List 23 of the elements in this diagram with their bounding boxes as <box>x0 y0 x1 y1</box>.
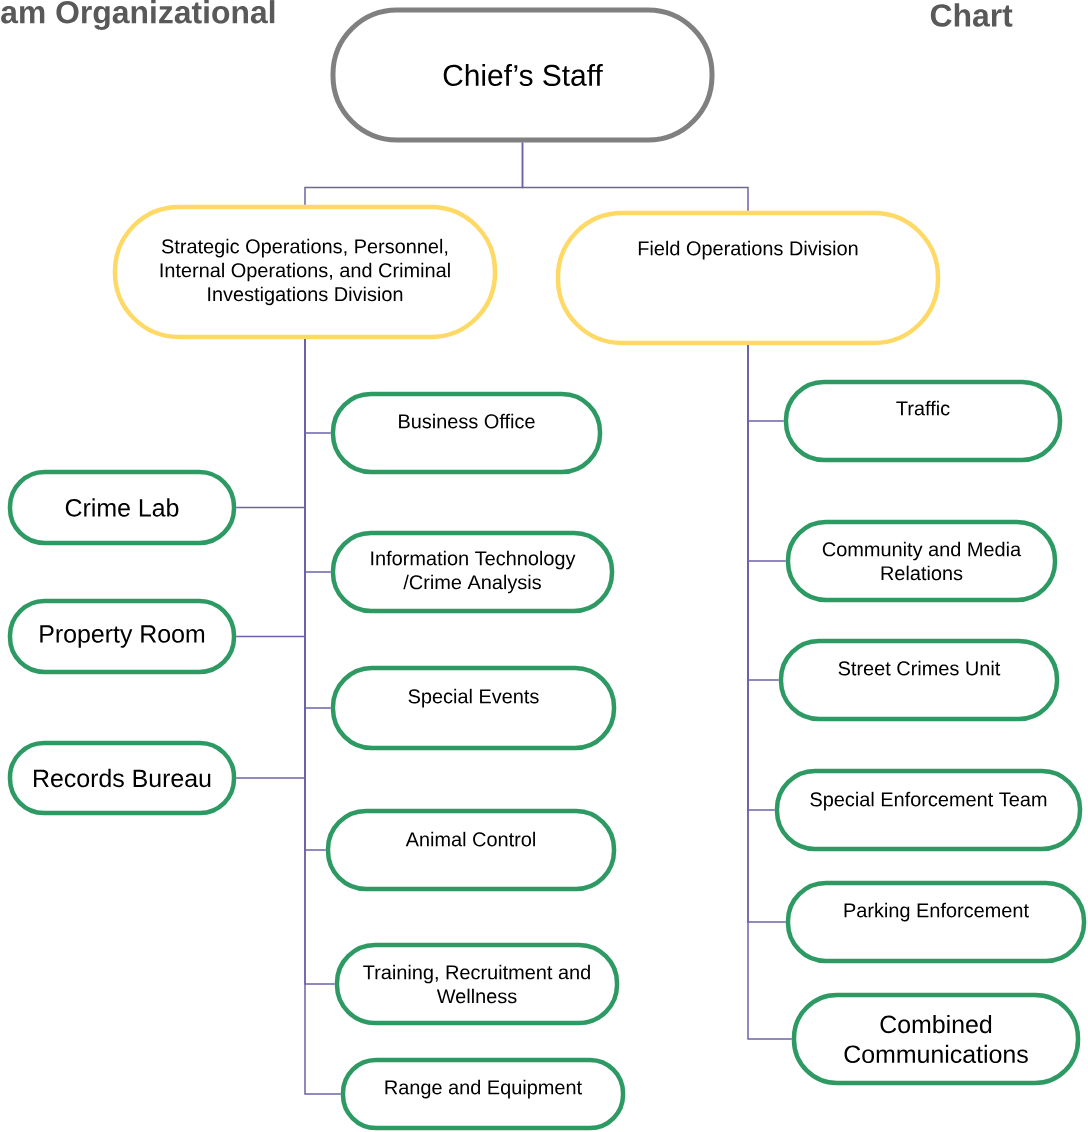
connector-line <box>521 141 749 212</box>
rounded-box: Animal Control <box>325 808 617 892</box>
title-text: Chart <box>930 3 1013 27</box>
rounded-box: Combined Communications <box>791 992 1081 1086</box>
rounded-box: Range and Equipment <box>340 1057 626 1131</box>
rounded-box: Property Room <box>7 598 237 675</box>
rounded-box: Community and Media Relations <box>785 519 1058 603</box>
rounded-box: Information Technology /Crime Analysis <box>330 530 615 614</box>
rounded-box: Business Office <box>330 391 603 475</box>
rounded-box: Training, Recruitment and Wellness <box>334 942 620 1026</box>
title-text: am Organizational <box>1 0 275 30</box>
rounded-box: Chief’s Staff <box>330 7 715 143</box>
rounded-box: Parking Enforcement <box>785 880 1087 964</box>
connector-line <box>747 344 793 1040</box>
rounded-box: Special Enforcement Team <box>774 768 1083 852</box>
rounded-box: Crime Lab <box>7 469 237 546</box>
rounded-box: Traffic <box>783 379 1063 463</box>
connector-line <box>304 338 342 1095</box>
rounded-box: Strategic Operations, Personnel, Internal Operations, and Criminal Investigations Division <box>112 204 498 340</box>
rounded-box: Special Events <box>330 665 617 751</box>
rounded-box: Street Crimes Unit <box>778 638 1060 722</box>
rounded-box: Field Operations Division <box>555 210 941 346</box>
rounded-box: Records Bureau <box>7 740 237 816</box>
